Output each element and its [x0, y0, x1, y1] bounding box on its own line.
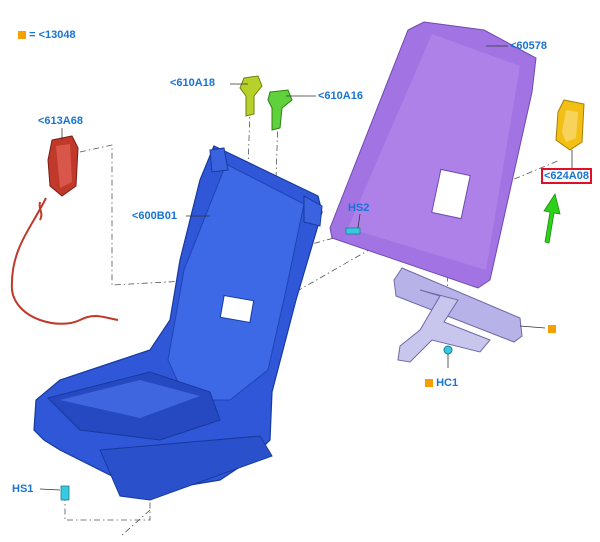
seat-frame: [33, 145, 323, 501]
bracket-marker-icon: [548, 325, 556, 334]
pointer-arrow: [543, 193, 561, 244]
bolt-hs1: [60, 485, 70, 501]
label-guide-left: <610A18: [170, 77, 215, 89]
legend: = <13048: [18, 29, 76, 42]
leader-lines: [39, 45, 573, 491]
label-bracket: <60578: [510, 40, 548, 52]
seat-motor: [10, 135, 119, 325]
lower-bracket: [393, 267, 546, 363]
guide-left: [239, 75, 263, 117]
legend-equals: =: [29, 29, 36, 41]
label-frame: <600B01: [132, 210, 177, 222]
seat-back-panel: [329, 21, 537, 289]
legend-marker-icon: [18, 31, 26, 40]
label-guide-right: <610A16: [318, 90, 363, 102]
latch-cover: [555, 99, 585, 151]
bracket-marker: [548, 323, 556, 336]
legend-code: <13048: [38, 29, 76, 41]
clip-hc1: [443, 345, 453, 368]
label-clip-text: HC1: [436, 377, 459, 389]
guide-right: [267, 89, 293, 131]
clip-marker-icon: [425, 379, 433, 388]
label-bolt-hs1: HS1: [12, 483, 34, 495]
label-clip: HC1: [425, 377, 458, 390]
label-motor: <613A68: [38, 115, 83, 127]
label-highlighted: <624A08: [541, 168, 592, 184]
highlighted-part-code: <624A08: [541, 168, 592, 184]
label-bolt-hs2: HS2: [348, 202, 370, 214]
bolt-hs2: [345, 213, 361, 235]
